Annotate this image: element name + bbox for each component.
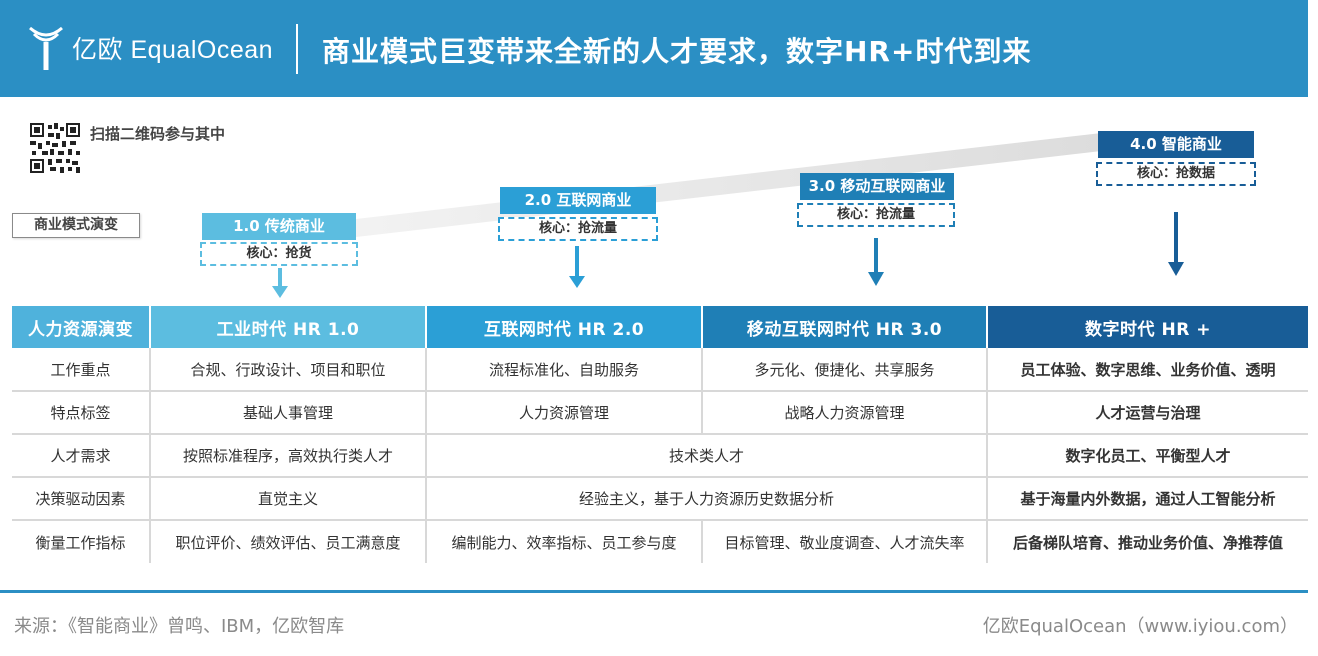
stage-3-label: 3.0 移动互联网商业 [800,173,954,200]
table-row: 特点标签 基础人事管理 人力资源管理 战略人力资源管理 人才运营与治理 [12,391,1308,435]
logo-text: 亿欧 EqualOcean [72,36,274,64]
header-hr-plus: 数字时代 HR + [987,306,1308,348]
qr-caption: 扫描二维码参与其中 [90,125,226,143]
qr-code-icon [28,121,82,175]
row-label: 特点标签 [12,391,151,435]
header-banner: 亿欧 EqualOcean 商业模式巨变带来全新的人才要求，数字HR+时代到来 [0,0,1308,97]
footer-brand: 亿欧EqualOcean（www.iyiou.com） [982,616,1298,637]
equalocean-logo-icon [29,26,63,70]
table-cell: 编制能力、效率指标、员工参与度 [426,520,703,563]
stage-1-down-arrow-icon [272,268,288,298]
header-hr-1: 工业时代 HR 1.0 [150,306,427,348]
stage-4-down-arrow-icon [1168,212,1184,276]
stage-2-down-arrow-icon [569,246,585,288]
table-cell: 员工体验、数字思维、业务价值、透明 [987,348,1308,392]
page-title: 商业模式巨变带来全新的人才要求，数字HR+时代到来 [322,35,1032,68]
source-note: 来源：《智能商业》曾鸣、IBM，亿欧智库 [14,616,345,637]
table-header-row: 人力资源演变 工业时代 HR 1.0 互联网时代 HR 2.0 移动互联网时代 … [12,306,1308,348]
header-hr-evolution: 人力资源演变 [12,306,151,348]
stage-4-label: 4.0 智能商业 [1098,131,1254,158]
stage-3-core: 核心：抢流量 [797,203,955,227]
table-cell: 按照标准程序，高效执行类人才 [150,434,427,478]
table-cell: 职位评价、绩效评估、员工满意度 [150,520,427,563]
table-cell: 直觉主义 [150,477,427,521]
table-cell-merged: 经验主义，基于人力资源历史数据分析 [426,477,988,521]
table-row: 工作重点 合规、行政设计、项目和职位 流程标准化、自助服务 多元化、便捷化、共享… [12,348,1308,392]
business-evolution-label: 商业模式演变 [12,213,140,238]
table-cell: 后备梯队培育、推动业务价值、净推荐值 [1012,533,1283,552]
table-cell: 人力资源管理 [426,391,703,435]
stage-2-label: 2.0 互联网商业 [500,187,656,214]
table-cell: 基于海量内外数据，通过人工智能分析 [987,477,1308,521]
table-cell: 合规、行政设计、项目和职位 [150,348,427,392]
header-hr-2: 互联网时代 HR 2.0 [426,306,703,348]
row-label: 决策驱动因素 [12,477,151,521]
stage-1-label: 1.0 传统商业 [202,213,356,240]
table-cell: 人才运营与治理 [987,391,1308,435]
stage-3-down-arrow-icon [868,238,884,286]
footer-divider [0,590,1308,593]
table-cell: 流程标准化、自助服务 [426,348,703,392]
row-label: 人才需求 [12,434,151,478]
table-row: 衡量工作指标 职位评价、绩效评估、员工满意度 编制能力、效率指标、员工参与度 目… [12,520,1308,563]
logo: 亿欧 EqualOcean [28,22,273,74]
table-cell: 战略人力资源管理 [702,391,988,435]
hr-evolution-table: 人力资源演变 工业时代 HR 1.0 互联网时代 HR 2.0 移动互联网时代 … [12,306,1308,563]
header-hr-3: 移动互联网时代 HR 3.0 [702,306,988,348]
table-cell: 数字化员工、平衡型人才 [987,434,1308,478]
table-cell: 目标管理、敬业度调查、人才流失率 [702,520,988,563]
table-row: 人才需求 按照标准程序，高效执行类人才 技术类人才 数字化员工、平衡型人才 [12,434,1308,478]
table-cell-merged: 技术类人才 [426,434,988,478]
stage-4-core: 核心：抢数据 [1096,162,1256,186]
stage-1-core: 核心：抢货 [200,242,358,266]
table-cell: 基础人事管理 [150,391,427,435]
table-cell: 多元化、便捷化、共享服务 [702,348,988,392]
table-row: 决策驱动因素 直觉主义 经验主义，基于人力资源历史数据分析 基于海量内外数据，通… [12,477,1308,521]
header-divider [296,24,298,74]
row-label: 衡量工作指标 [12,520,151,563]
stage-2-core: 核心：抢流量 [498,217,658,241]
row-label: 工作重点 [12,348,151,392]
